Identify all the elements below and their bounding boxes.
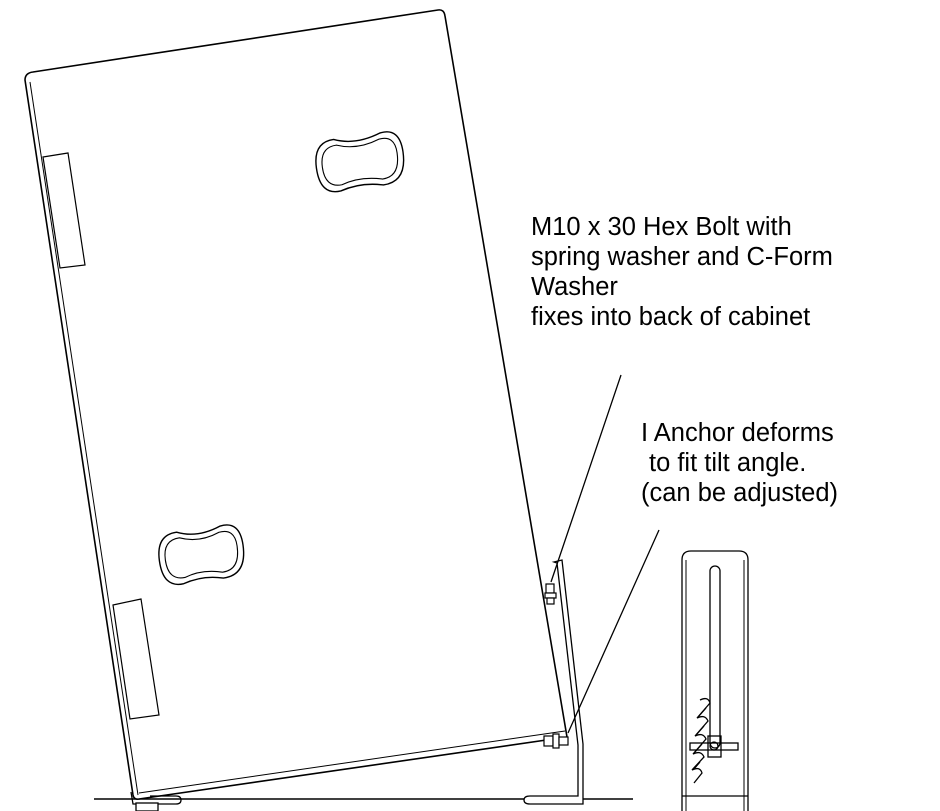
- anchor-annotation-line: I Anchor deforms: [641, 419, 834, 447]
- cabinet-front-edge: [29, 81, 139, 796]
- anchor-annotation: I Anchor deforms to fit tilt angle. (can…: [641, 418, 838, 508]
- bolt-annotation-line: M10 x 30 Hex Bolt with: [531, 213, 792, 241]
- upper-hinge-plate: [42, 152, 86, 269]
- bolt-annotation: M10 x 30 Hex Bolt with spring washer and…: [531, 212, 833, 332]
- i-anchor-front-view: [681, 550, 749, 811]
- cabinet-bottom-edge: [138, 730, 566, 794]
- anchor-annotation-line: to fit tilt angle.: [649, 449, 807, 477]
- lower-hex-bolt: [543, 733, 569, 749]
- i-anchor-plate: [681, 550, 749, 811]
- anchor-annotation-line: (can be adjusted): [641, 479, 839, 507]
- cabinet-outline: [24, 9, 568, 800]
- bolt-annotation-line: Washer: [531, 273, 618, 301]
- i-anchor-bolt-hole: [709, 741, 719, 751]
- bolt-annotation-line: spring washer and C-Form: [531, 243, 833, 271]
- lower-hinge-plate: [112, 598, 160, 720]
- front-foot-bracket: [130, 791, 182, 811]
- bolt-annotation-line: fixes into back of cabinet: [531, 303, 811, 331]
- cabinet-body: [24, 9, 568, 800]
- upper-handle-slot: [315, 131, 405, 193]
- lower-handle-slot: [158, 524, 245, 586]
- upper-hex-bolt: [544, 583, 557, 605]
- rear-anchor-bracket: [523, 559, 584, 805]
- i-anchor-teeth: [691, 697, 711, 784]
- i-anchor-clamp-block: [707, 735, 722, 758]
- i-anchor-slot: [709, 565, 721, 749]
- bolt-leader-line: [550, 374, 622, 583]
- anchor-leader-line: [567, 529, 660, 734]
- i-anchor-teeth: [693, 707, 707, 770]
